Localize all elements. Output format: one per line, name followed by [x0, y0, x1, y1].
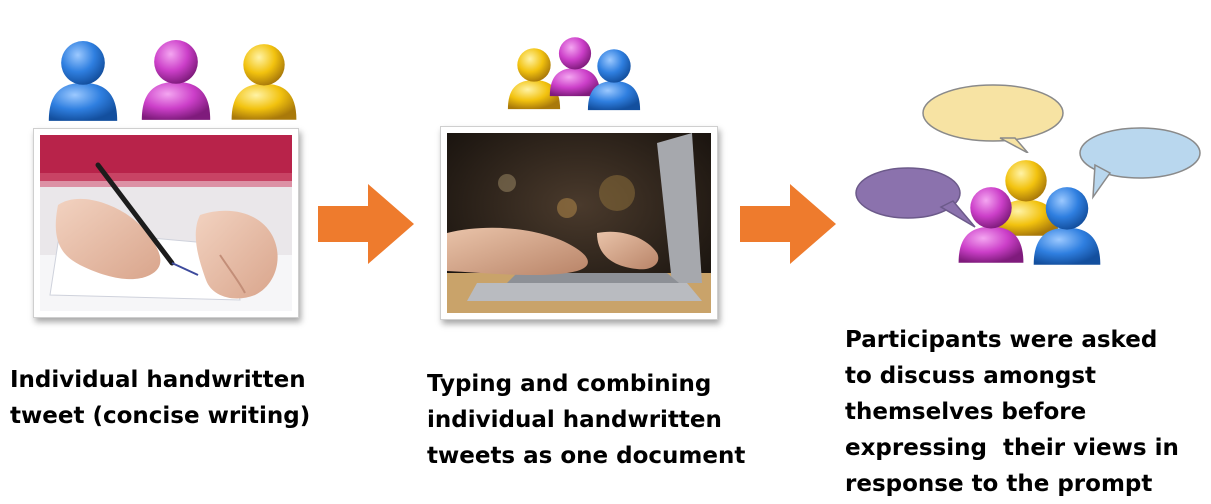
- arrow-1-icon: [318, 184, 414, 264]
- person-blue-icon: [45, 35, 121, 125]
- caption-line: tweet (concise writing): [10, 403, 311, 429]
- caption-line: Typing and combining: [427, 371, 712, 397]
- caption-line: response to the prompt: [845, 471, 1153, 497]
- speech-bubble-blue-icon: [1079, 127, 1201, 200]
- person-blue-icon: [1030, 178, 1104, 272]
- laptop-typing-photo: [440, 126, 718, 320]
- step-3-caption: Participants were asked to discuss among…: [845, 322, 1179, 502]
- speech-bubble-yellow-icon: [922, 84, 1064, 153]
- caption-line: themselves before: [845, 399, 1087, 425]
- arrow-2-icon: [740, 184, 836, 264]
- laptop-typing-illustration: [447, 133, 711, 313]
- person-pink-icon: [138, 33, 214, 125]
- speech-bubble-purple-icon: [855, 167, 976, 228]
- person-pink-icon: [955, 178, 1027, 270]
- caption-line: Participants were asked: [845, 327, 1158, 353]
- hand-writing-illustration: [40, 135, 292, 311]
- step-2-caption: Typing and combining individual handwrit…: [427, 366, 745, 474]
- hand-writing-photo: [33, 128, 299, 318]
- step-1-caption: Individual handwritten tweet (concise wr…: [10, 362, 310, 434]
- person-blue-icon: [585, 42, 643, 116]
- caption-line: to discuss amongst: [845, 363, 1097, 389]
- caption-line: individual handwritten: [427, 407, 722, 433]
- caption-line: Individual handwritten: [10, 367, 306, 393]
- person-yellow-icon: [228, 37, 300, 125]
- caption-line: tweets as one document: [427, 443, 746, 469]
- caption-line: expressing their views in: [845, 435, 1179, 461]
